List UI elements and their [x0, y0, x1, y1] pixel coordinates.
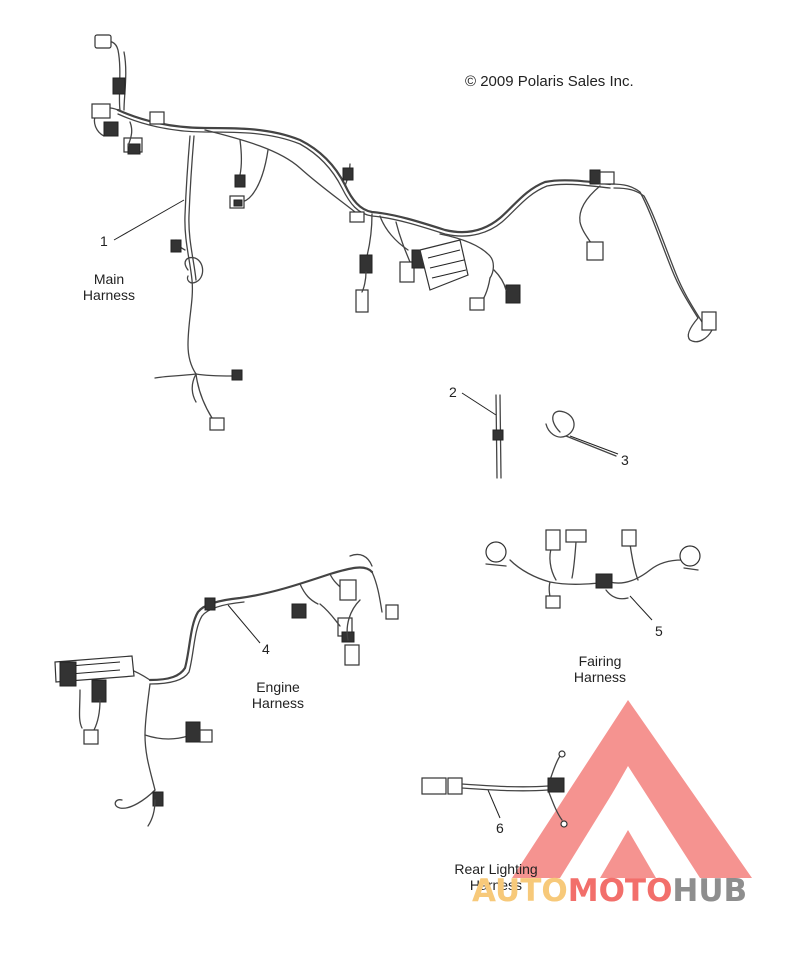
part-3-cable-tie-drawing	[545, 410, 617, 457]
part-number-1: 1	[100, 233, 108, 249]
engine-harness-drawing	[54, 553, 399, 827]
part-name-engine-harness: Engine Harness	[251, 679, 305, 711]
part-number-5: 5	[655, 623, 663, 639]
main-harness-drawing	[91, 34, 717, 431]
leader-line-1	[113, 199, 185, 241]
part-number-6: 6	[496, 820, 504, 836]
part-name-fairing-harness: Fairing Harness	[573, 653, 627, 685]
part-name-main-harness: Main Harness	[82, 271, 136, 303]
watermark-auto: AUTO	[472, 873, 568, 909]
part-number-3: 3	[621, 452, 629, 468]
watermark-hub: HUB	[672, 873, 748, 909]
leader-line-5	[629, 595, 653, 621]
part-name-rear-lighting-harness: Rear Lighting Harness	[454, 861, 538, 893]
leader-line-3	[569, 435, 619, 455]
watermark-logo-icon	[512, 700, 752, 878]
fairing-harness-drawing	[485, 529, 701, 609]
part-number-2: 2	[449, 384, 457, 400]
part-number-4: 4	[262, 641, 270, 657]
rear-lighting-harness-drawing	[421, 750, 568, 828]
watermark-moto: MOTO	[567, 873, 673, 909]
leader-line-6	[487, 789, 501, 819]
leader-line-4	[227, 604, 261, 644]
leader-line-2	[461, 392, 497, 416]
copyright-text: © 2009 Polaris Sales Inc.	[465, 73, 634, 90]
part-2-strap-drawing	[492, 394, 504, 479]
watermark-text: AUTOMOTOHUB	[472, 873, 747, 909]
